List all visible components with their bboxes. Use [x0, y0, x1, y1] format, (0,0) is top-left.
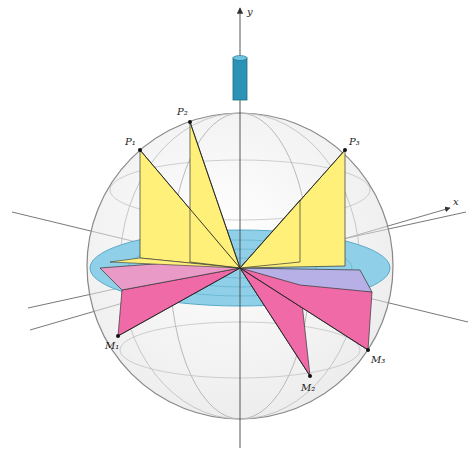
- point-label: P₂: [176, 106, 189, 118]
- point-label: P₁: [124, 136, 137, 148]
- point-label: P₃: [348, 136, 361, 148]
- point-label: M₁: [104, 340, 120, 352]
- point-label: M₂: [300, 382, 316, 394]
- point-label: x: [452, 196, 460, 208]
- projection-triangle: [240, 268, 372, 350]
- cylinder: [233, 58, 247, 100]
- cylinder-top: [233, 56, 247, 61]
- vector-triangle: [240, 150, 345, 268]
- point-label: M₃: [370, 354, 386, 366]
- projection-triangle: [240, 268, 372, 292]
- radius-lines: [118, 122, 368, 376]
- vector-triangle: [190, 122, 240, 268]
- vector-triangle: [110, 258, 240, 268]
- point-label: y: [246, 6, 254, 18]
- points: [116, 120, 370, 378]
